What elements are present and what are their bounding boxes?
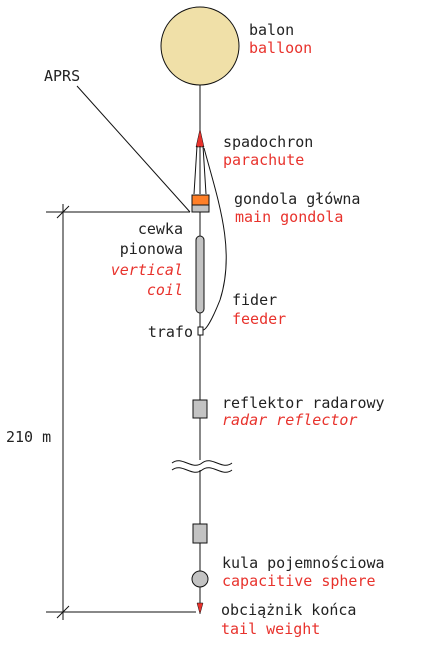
reflector-label-en: radar reflector — [222, 411, 357, 429]
radar-reflector-upper — [192, 399, 208, 419]
reflector-label-pl: reflektor radarowy — [222, 394, 385, 412]
break-symbol-bottom — [171, 467, 233, 473]
coil-label-pl-1: cewka — [138, 220, 183, 238]
gondola-label-en: main gondola — [235, 208, 343, 226]
gondola-label-pl: gondola główna — [234, 190, 360, 208]
sphere-label-pl: kula pojemnościowa — [222, 554, 385, 572]
balloon-label-pl: balon — [249, 21, 294, 39]
vertical-coil — [195, 235, 205, 314]
trafo-label: trafo — [148, 323, 193, 341]
parachute-label-pl: spadochron — [223, 133, 313, 151]
coil-label-en-2: coil — [147, 281, 183, 299]
trafo-box — [197, 326, 204, 336]
balloon-shape — [160, 6, 240, 86]
capacitive-sphere — [191, 570, 209, 588]
height-label: 210 m — [6, 428, 51, 446]
weight-label-en: tail weight — [221, 620, 320, 638]
main-gondola-bottom — [191, 204, 210, 213]
dimension-tick-bottom — [56, 605, 70, 619]
feeder-label-en: feeder — [232, 310, 286, 328]
main-gondola-top — [191, 194, 210, 206]
weight-label-pl: obciążnik końca — [221, 601, 356, 619]
balloon-label-en: balloon — [249, 39, 312, 57]
sphere-label-en: capacitive sphere — [222, 572, 376, 590]
tail-weight — [196, 602, 204, 615]
break-symbol-top — [171, 460, 233, 466]
parachute-shape — [195, 128, 205, 148]
dimension-tick-top — [56, 205, 70, 219]
feeder-wire — [202, 147, 227, 331]
aprs-label: APRS — [44, 67, 80, 85]
parachute-label-en: parachute — [223, 151, 304, 169]
coil-label-pl-2: pionowa — [120, 240, 183, 258]
aprs-pointer — [76, 85, 191, 213]
radar-reflector-lower — [192, 523, 208, 544]
parachute-line-left — [193, 145, 198, 195]
parachute-line-right — [202, 145, 207, 195]
coil-label-en-1: vertical — [111, 261, 183, 279]
feeder-label-pl: fider — [232, 291, 277, 309]
